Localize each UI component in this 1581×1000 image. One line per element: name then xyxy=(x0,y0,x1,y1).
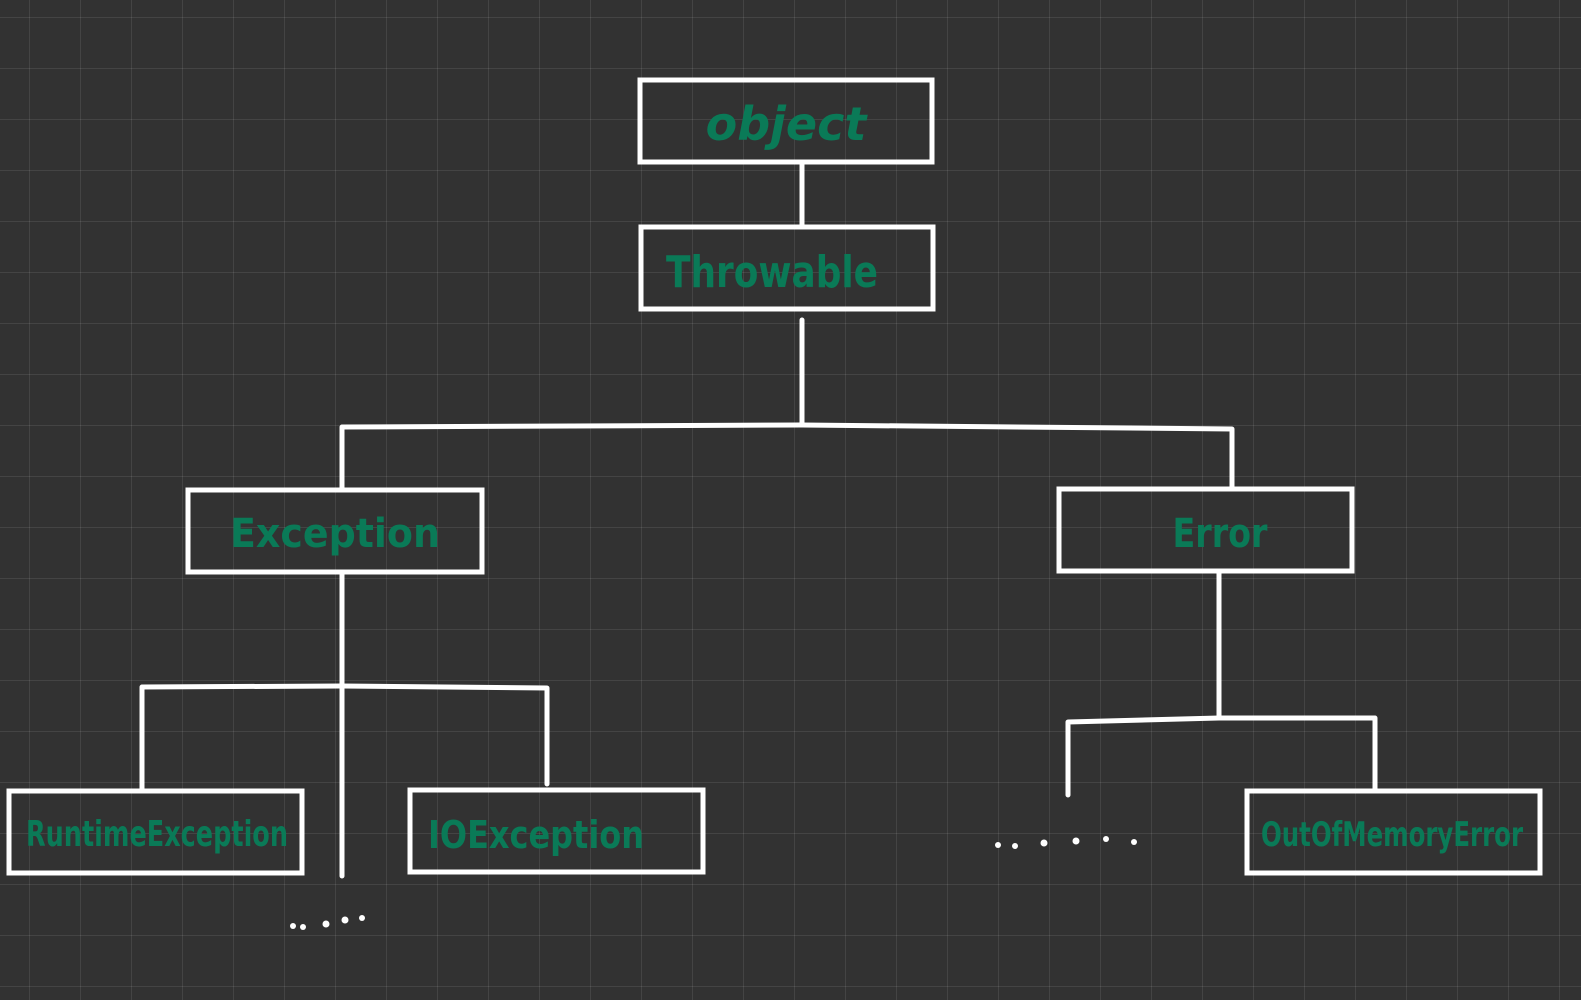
node-box xyxy=(407,787,706,875)
ellipsis-dot xyxy=(290,923,296,929)
ellipsis-dot xyxy=(359,915,365,921)
ellipsis-dot xyxy=(341,916,349,924)
node-box xyxy=(637,77,935,165)
node-label-object: object xyxy=(706,97,869,151)
edge-exception-branch xyxy=(139,683,550,793)
ellipsis-under-exception xyxy=(290,915,365,930)
node-label-runtime-exception: RuntimeException xyxy=(26,814,288,855)
ellipsis-under-error xyxy=(995,836,1137,849)
node-error: Error xyxy=(1056,486,1355,574)
node-box xyxy=(1244,788,1543,876)
node-object: object xyxy=(637,77,935,165)
node-throwable: Throwable xyxy=(638,224,936,312)
node-box xyxy=(6,788,305,876)
node-label-error: Error xyxy=(1173,511,1268,557)
ellipsis-dot xyxy=(1103,836,1109,842)
node-label-io-exception: IOException xyxy=(428,813,644,857)
ellipsis-dot xyxy=(322,920,330,928)
ellipsis-dot xyxy=(995,842,1001,848)
node-label-exception: Exception xyxy=(230,511,440,557)
node-io-exception: IOException xyxy=(407,787,706,875)
node-runtime-exception: RuntimeException xyxy=(6,788,305,876)
node-out-of-memory-error: OutOfMemoryError xyxy=(1244,788,1543,876)
ellipsis-dot xyxy=(1012,843,1018,849)
node-label-throwable: Throwable xyxy=(666,247,878,298)
node-box xyxy=(185,487,485,575)
node-box xyxy=(638,224,936,312)
node-exception: Exception xyxy=(185,487,485,575)
edge-throwable-branch xyxy=(339,422,1235,491)
node-box xyxy=(1056,486,1355,574)
ellipsis-dot xyxy=(1131,839,1137,845)
ellipsis-dot xyxy=(1072,837,1080,845)
node-label-out-of-memory-error: OutOfMemoryError xyxy=(1261,815,1523,855)
diagram-edges xyxy=(139,159,1378,879)
ellipsis-dot xyxy=(1040,839,1048,847)
ellipsis-dot xyxy=(300,924,306,930)
edge-error-branch xyxy=(1065,715,1378,798)
